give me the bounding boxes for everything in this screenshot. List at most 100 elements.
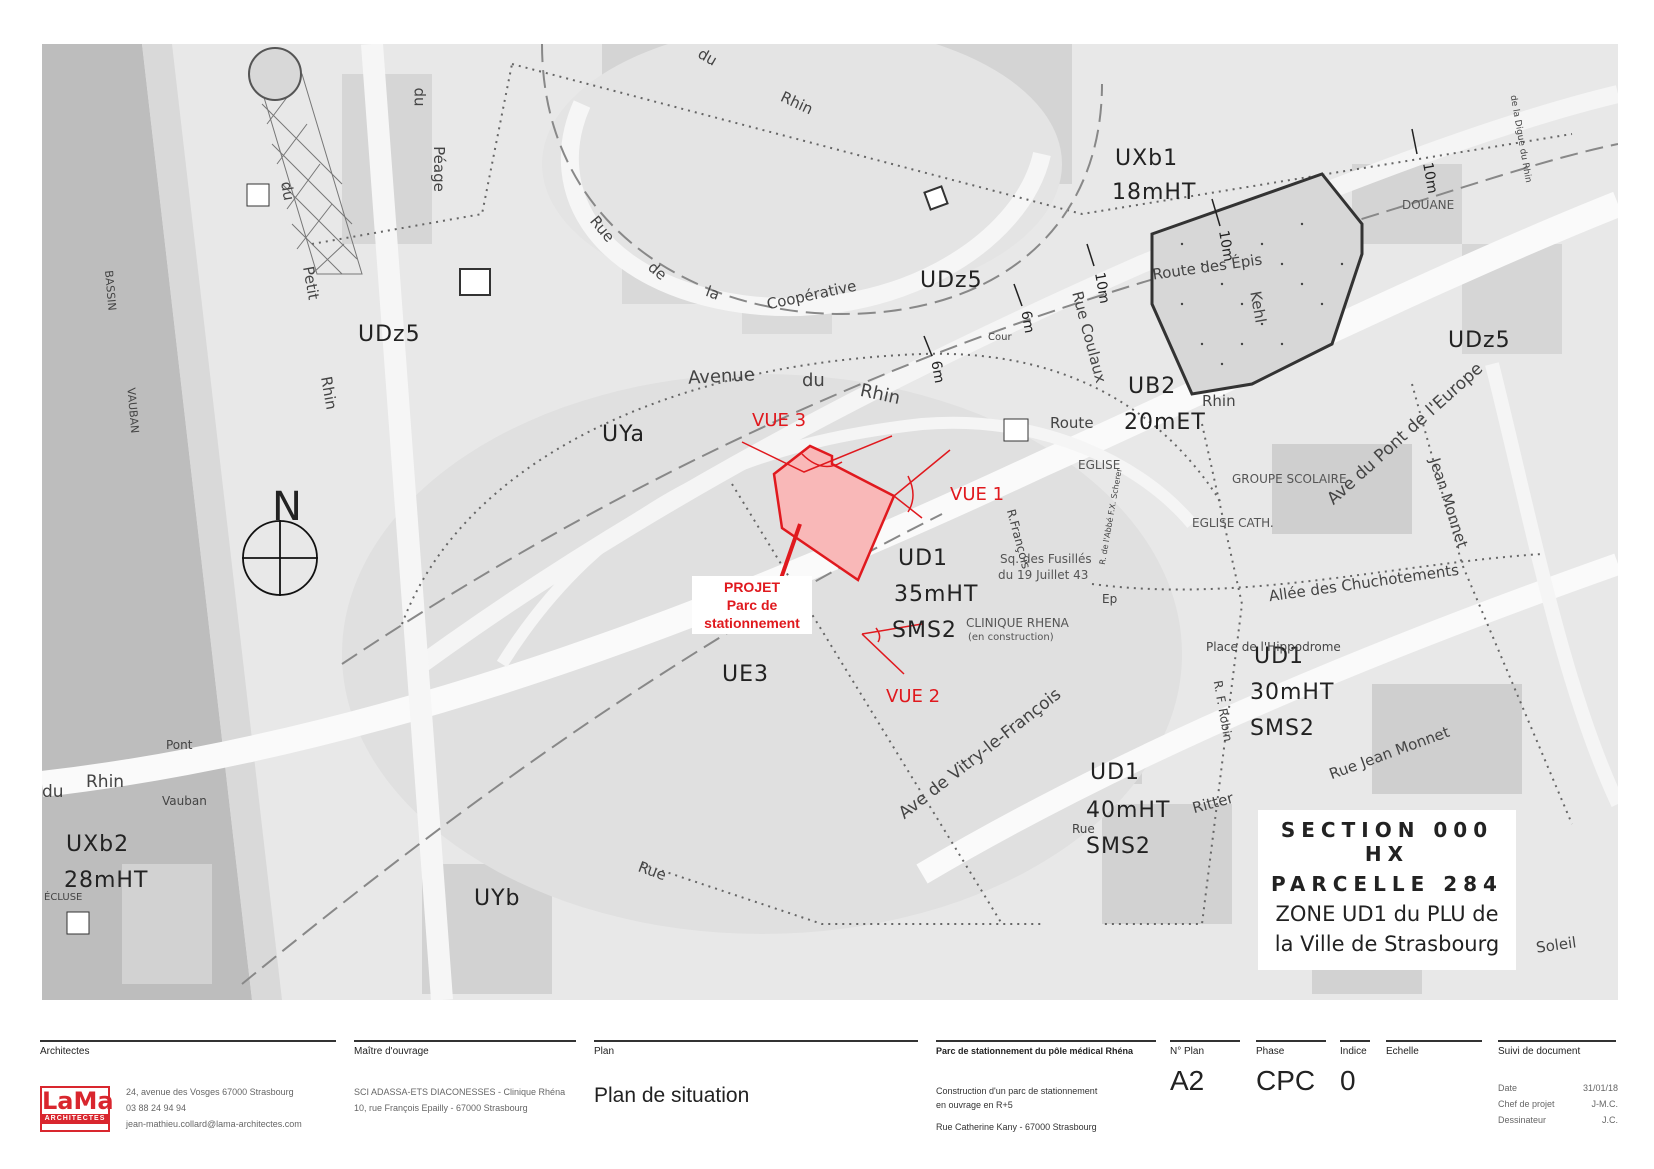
- street-label: Place de l'Hippodrome: [1206, 640, 1341, 654]
- architect-email: jean-mathieu.collard@lama-architectes.co…: [126, 1119, 302, 1129]
- project-label-line: PROJET: [723, 579, 780, 595]
- tb-echelle: Echelle: [1386, 1040, 1482, 1057]
- place-label: DOUANE: [1402, 198, 1455, 212]
- zone-label: UD1: [1254, 644, 1305, 669]
- tb-heading: N° Plan: [1170, 1046, 1205, 1057]
- street-label: Vauban: [162, 794, 207, 808]
- tb-indice: Indice 0: [1340, 1040, 1370, 1097]
- view-cones: [741, 435, 951, 675]
- project-label: PROJET Parc de stationnement: [692, 576, 812, 634]
- lama-logo: LaMa ARCHITECTES: [40, 1086, 114, 1132]
- zone-label: UD1: [1090, 760, 1141, 785]
- project-line: Construction d'un parc de stationnement: [936, 1086, 1098, 1096]
- street-label: Pont: [166, 738, 193, 752]
- symbol-box: [459, 268, 491, 296]
- zone-height: 30mHT: [1250, 680, 1335, 705]
- street-label: Rhin: [86, 772, 125, 792]
- street-label: ÉCLUSE: [44, 892, 83, 903]
- tb-maitre: Maître d'ouvrage: [354, 1040, 576, 1057]
- tb-heading: Architectes: [40, 1046, 90, 1057]
- parcel-line: PARCELLE 284: [1271, 872, 1503, 896]
- symbol-box: [1003, 418, 1029, 442]
- zone-height: 35mHT: [894, 582, 979, 607]
- map-drawing: [42, 44, 1618, 1000]
- dess-value: J.C.: [1601, 1115, 1618, 1125]
- zone-label: UB2: [1128, 374, 1177, 399]
- roundabout: [248, 47, 302, 101]
- zone-label: UXb2: [66, 832, 130, 857]
- zone-label: UDz5: [1448, 328, 1511, 353]
- place-label: CLINIQUE RHENA: [966, 616, 1069, 630]
- north-label: N: [272, 484, 302, 530]
- section-line: SECTION 000 HX: [1280, 818, 1494, 866]
- zone-label: UYa: [602, 422, 645, 447]
- nplan-value: A2: [1170, 1065, 1205, 1096]
- project-line: en ouvrage en R+5: [936, 1100, 1013, 1110]
- street-label: du: [410, 87, 429, 107]
- place-label: EGLISE: [1078, 458, 1121, 472]
- zone-label: UXb1: [1115, 146, 1179, 171]
- street-label: Rhin: [1202, 392, 1236, 410]
- street-label: Péage: [429, 146, 448, 192]
- tb-phase: Phase CPC: [1256, 1040, 1326, 1097]
- symbol-box: [923, 185, 949, 211]
- tb-heading: Parc de stationnement du pôle médical Rh…: [936, 1046, 1134, 1056]
- street-label: Avenue: [687, 364, 756, 389]
- north-symbol: [242, 520, 318, 596]
- phase-value: CPC: [1256, 1065, 1316, 1096]
- project-label-line: stationnement: [704, 615, 800, 631]
- place-label: GROUPE SCOLAIRE: [1232, 472, 1347, 486]
- dess-label: Dessinateur: [1498, 1115, 1547, 1125]
- symbol-box: [246, 183, 270, 207]
- symbol-box: [66, 911, 90, 935]
- view-label: VUE 3: [752, 410, 807, 431]
- zone-sms: SMS2: [1086, 834, 1151, 859]
- zone-label: UD1: [898, 546, 949, 571]
- site-plan-map: UXb1 18mHT UDz5 UDz5 UDz5 UB2 20mET UYa …: [42, 44, 1618, 1000]
- zone-label: UDz5: [920, 268, 983, 293]
- zone-height: 18mHT: [1112, 180, 1197, 205]
- date-value: 31/01/18: [1582, 1083, 1618, 1093]
- architect-address: 24, avenue des Vosges 67000 Strasbourg: [126, 1087, 294, 1097]
- ub2-parcel: [1150, 172, 1364, 396]
- street-label: Cour: [988, 332, 1012, 343]
- place-label: du 19 Juillet 43: [998, 568, 1089, 582]
- zone-label: UDz5: [358, 322, 421, 347]
- street-label: du: [802, 370, 825, 391]
- zone-line: ZONE UD1 du PLU de: [1275, 902, 1499, 926]
- tb-heading: Phase: [1256, 1046, 1285, 1057]
- place-label: (en construction): [968, 632, 1054, 643]
- tb-suivi: Suivi de document: [1498, 1040, 1616, 1057]
- view-label: VUE 2: [886, 686, 941, 707]
- zone-sms: SMS2: [892, 618, 957, 643]
- zone-label: UE3: [722, 662, 769, 687]
- zone-height: 20mET: [1124, 410, 1206, 435]
- street-label: Rue: [1072, 822, 1095, 836]
- tb-project: Parc de stationnement du pôle médical Rh…: [936, 1040, 1156, 1056]
- maitre-details: SCI ADASSA-ETS DIACONESSES - Clinique Rh…: [354, 1084, 565, 1116]
- street-label: du: [42, 782, 64, 802]
- zone-height: 28mHT: [64, 868, 149, 893]
- tb-plan: Plan: [594, 1040, 918, 1057]
- tb-architectes: Architectes: [40, 1040, 336, 1057]
- tb-heading: Echelle: [1386, 1046, 1419, 1057]
- street-label: du: [277, 180, 299, 202]
- chef-label: Chef de projet: [1498, 1099, 1555, 1109]
- project-details: Construction d'un parc de stationnement …: [936, 1084, 1097, 1134]
- logo-main: LaMa: [42, 1087, 114, 1115]
- project-label-line: Parc de: [726, 597, 778, 613]
- street-label: Route: [1050, 414, 1094, 432]
- architect-contact: 24, avenue des Vosges 67000 Strasbourg 0…: [126, 1084, 302, 1132]
- zone-sms: SMS2: [1250, 716, 1315, 741]
- project-line: Rue Catherine Kany - 67000 Strasbourg: [936, 1122, 1097, 1132]
- city-line: la Ville de Strasbourg: [1274, 932, 1500, 956]
- date-label: Date: [1498, 1083, 1518, 1093]
- section-box: SECTION 000 HX PARCELLE 284 ZONE UD1 du …: [1258, 810, 1516, 970]
- architect-phone: 03 88 24 94 94: [126, 1103, 187, 1113]
- tb-heading: Maître d'ouvrage: [354, 1046, 429, 1057]
- zone-label: UYb: [474, 886, 521, 911]
- street-label: Ep: [1102, 592, 1118, 606]
- maitre-line: 10, rue François Epailly - 67000 Strasbo…: [354, 1103, 528, 1113]
- tb-heading: Indice: [1340, 1046, 1367, 1057]
